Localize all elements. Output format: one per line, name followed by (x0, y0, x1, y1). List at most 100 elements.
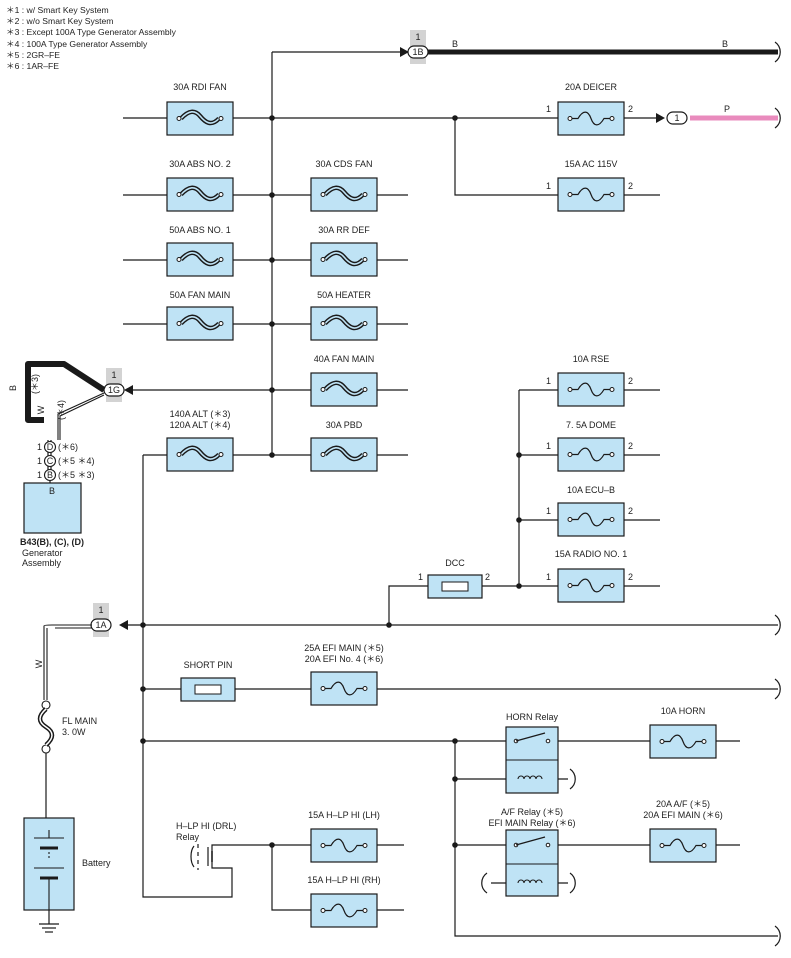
pin-c-num: 1 (37, 456, 42, 466)
alt-label-2: 120A ALT (＊4) (170, 420, 231, 430)
deicer-pin-2: 2 (628, 104, 633, 114)
ecu-b-label: 10A ECU–B (567, 485, 615, 495)
radio-pin-1: 1 (546, 572, 551, 582)
dome-label: 7. 5A DOME (566, 420, 616, 430)
wire-b-label-1: B (452, 39, 458, 49)
battery: Battery (23, 817, 111, 911)
fusible-link-heater: 50A HEATER (311, 290, 377, 340)
horn-relay-label: HORN Relay (506, 712, 559, 722)
fuse-radio: 15A RADIO NO. 1 1 2 (546, 549, 633, 603)
efi-label-1: 25A EFI MAIN (＊5) (304, 643, 384, 653)
deicer-pin-1: 1 (546, 104, 551, 114)
hlp-lh-label: 15A H–LP HI (LH) (308, 810, 380, 820)
fuse-short-pin: SHORT PIN (180, 660, 236, 702)
fusible-link-fan-main-40: 40A FAN MAIN (311, 354, 377, 406)
dcc-pin-2: 2 (485, 572, 490, 582)
harness-note-3: (＊3) (30, 374, 40, 394)
rse-label: 10A RSE (573, 354, 610, 364)
ac115-pin-1: 1 (546, 181, 551, 191)
generator-line2: Assembly (22, 558, 62, 568)
ecu-b-pin-2: 2 (628, 506, 633, 516)
harness-wire-w: W (36, 405, 46, 414)
connector-1b-pin: 1 (415, 32, 420, 42)
fuse-ecu-b: 10A ECU–B 1 2 (546, 485, 633, 537)
dome-pin-1: 1 (546, 441, 551, 451)
fusible-link-abs-no2: 30A ABS NO. 2 (167, 159, 233, 211)
wire-p-label: P (724, 104, 730, 114)
af-relay-label-2: EFI MAIN Relay (＊6) (488, 818, 575, 828)
generator-terminal: B (49, 486, 55, 496)
rdi-fan-label: 30A RDI FAN (173, 82, 227, 92)
horn-relay: HORN Relay (505, 712, 559, 794)
fuse-hlp-rh: 15A H–LP HI (RH) (307, 875, 381, 928)
heater-label: 50A HEATER (317, 290, 371, 300)
note-4: ＊4 : 100A Type Generator Assembly (6, 38, 148, 49)
fusible-link-rdi-fan: 30A RDI FAN (167, 82, 233, 135)
pin-d-num: 1 (37, 442, 42, 452)
connector-1a-label: 1A (95, 620, 106, 630)
dome-pin-2: 2 (628, 441, 633, 451)
abs-no1-label: 50A ABS NO. 1 (169, 225, 231, 235)
radio-pin-2: 2 (628, 572, 633, 582)
fuse-dcc: DCC 1 2 (418, 558, 490, 599)
fuse-horn: 10A HORN (649, 706, 717, 759)
generator-harness: B (＊3) W (＊4) D C B 1 1 1 (＊6) (＊5 ＊4) (… (8, 361, 106, 483)
rse-pin-2: 2 (628, 376, 633, 386)
harness-wire-b: B (8, 385, 18, 391)
pin-d: D (47, 442, 54, 452)
hlp-relay-label-2: Relay (176, 832, 200, 842)
fusible-link-abs-no1: 50A ABS NO. 1 (167, 225, 233, 276)
fuse-deicer: 20A DEICER 1 2 (546, 82, 633, 136)
pin-c-note: (＊5 ＊4) (58, 456, 95, 466)
pin-b: B (47, 470, 53, 480)
connector-1a-pin: 1 (98, 605, 103, 615)
radio-label: 15A RADIO NO. 1 (555, 549, 628, 559)
deicer-label: 20A DEICER (565, 82, 618, 92)
fusible-link-cds-fan: 30A CDS FAN (311, 159, 377, 211)
fusible-link-rr-def: 30A RR DEF (311, 225, 377, 276)
fuse-dome: 7. 5A DOME 1 2 (546, 420, 633, 472)
wire-b-label-2: B (722, 39, 728, 49)
fusible-link-alt: 140A ALT (＊3) 120A ALT (＊4) (167, 409, 233, 471)
fuse-af: 20A A/F (＊5) 20A EFI MAIN (＊6) (643, 799, 723, 863)
efi-label-2: 20A EFI No. 4 (＊6) (305, 654, 384, 664)
ecu-b-pin-1: 1 (546, 506, 551, 516)
af-label-2: 20A EFI MAIN (＊6) (643, 810, 723, 820)
abs-no2-label: 30A ABS NO. 2 (169, 159, 231, 169)
fl-main-label-2: 3. 0W (62, 727, 86, 737)
pbd-label: 30A PBD (326, 420, 363, 430)
connector-1: 1 (666, 111, 688, 125)
af-relay: A/F Relay (＊5) EFI MAIN Relay (＊6) (488, 807, 576, 897)
fan-main-50-label: 50A FAN MAIN (170, 290, 231, 300)
connector-1g-pin: 1 (111, 370, 116, 380)
generator-assembly: B B43(B), (C), (D) Generator Assembly (20, 482, 84, 568)
hlp-relay: H–LP HI (DRL) Relay (176, 821, 236, 870)
alt-label-1: 140A ALT (＊3) (170, 409, 231, 419)
note-2: ＊2 : w/o Smart Key System (6, 16, 114, 27)
rse-pin-1: 1 (546, 376, 551, 386)
battery-label: Battery (82, 858, 111, 868)
ground-icon (39, 910, 59, 933)
hlp-rh-label: 15A H–LP HI (RH) (307, 875, 380, 885)
ac115-pin-2: 2 (628, 181, 633, 191)
fuse-rse: 10A RSE 1 2 (546, 354, 633, 407)
af-relay-label-1: A/F Relay (＊5) (501, 807, 563, 817)
harness-note-4: (＊4) (56, 400, 66, 420)
pin-b-num: 1 (37, 470, 42, 480)
horn-label: 10A HORN (661, 706, 706, 716)
fusible-link-fan-main-50: 50A FAN MAIN (167, 290, 233, 340)
pin-c: C (47, 456, 54, 466)
fusible-link-pbd: 30A PBD (311, 420, 377, 471)
hlp-relay-label-1: H–LP HI (DRL) (176, 821, 236, 831)
connector-1b: 1 1B (407, 29, 429, 65)
generator-line1: Generator (22, 548, 63, 558)
ac115-label: 15A AC 115V (565, 159, 618, 169)
fuse-hlp-lh: 15A H–LP HI (LH) (308, 810, 380, 863)
rr-def-label: 30A RR DEF (318, 225, 370, 235)
generator-name: B43(B), (C), (D) (20, 537, 84, 547)
af-label-1: 20A A/F (＊5) (656, 799, 710, 809)
note-1: ＊1 : w/ Smart Key System (6, 5, 109, 15)
connector-1b-label: 1B (412, 47, 423, 57)
connector-1-label: 1 (674, 113, 679, 123)
